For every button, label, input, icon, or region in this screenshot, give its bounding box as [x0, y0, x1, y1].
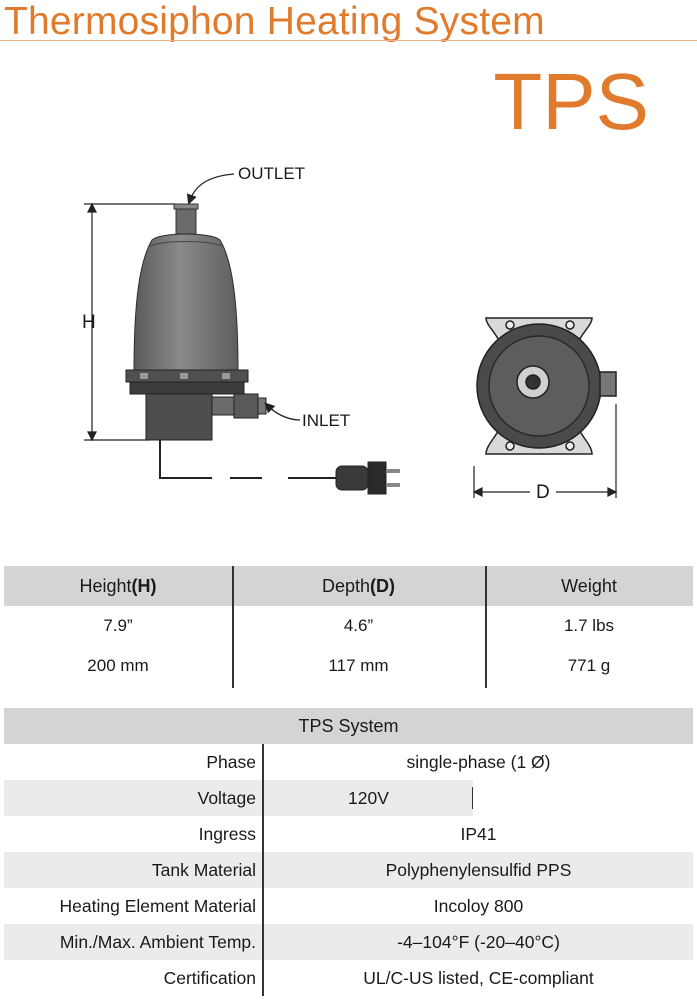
- height-dimension-line: [84, 202, 176, 442]
- spec-label: Voltage: [4, 780, 262, 816]
- top-view-heater: [476, 317, 617, 455]
- column-divider: [262, 852, 264, 888]
- depth-label: D: [536, 482, 550, 503]
- spec-value: 120V: [264, 780, 473, 816]
- weight-header: Weight: [561, 575, 617, 596]
- dimensions-header-row: Height (H) Depth (D) Weight: [4, 566, 693, 606]
- weight-metric: 771 g: [567, 656, 611, 675]
- spec-row-ingress: Ingress IP41: [4, 816, 693, 852]
- spec-label: Ingress: [198, 823, 256, 844]
- column-divider: [262, 780, 264, 816]
- spec-row-heating-element: Heating Element Material Incoloy 800: [4, 888, 693, 924]
- spec-row-voltage: Voltage 120V: [4, 780, 693, 816]
- height-header: Height (H): [79, 575, 157, 596]
- spec-label: Tank Material: [4, 852, 262, 888]
- table-row: 7.9” 4.6” 1.7 lbs: [4, 606, 693, 646]
- product-drawing: [84, 173, 618, 498]
- spec-value: UL/C-US listed, CE-compliant: [363, 967, 594, 988]
- spec-value: -4–104°F (-20–40°C): [264, 924, 693, 960]
- dimensions-table: Height (H) Depth (D) Weight 7.9” 4.6” 1.…: [4, 566, 693, 688]
- inlet-pointer: [264, 402, 301, 421]
- spec-label: Phase: [206, 751, 256, 772]
- column-divider: [485, 566, 487, 688]
- spec-label: Min./Max. Ambient Temp.: [4, 924, 262, 960]
- system-specs-table: TPS System Phase single-phase (1 Ø) Volt…: [4, 708, 693, 996]
- spec-row-phase: Phase single-phase (1 Ø): [4, 744, 693, 780]
- table-row: 200 mm 117 mm 771 g: [4, 646, 693, 686]
- depth-header: Depth (D): [321, 575, 396, 596]
- column-divider: [262, 744, 264, 780]
- model-name: TPS: [493, 57, 649, 146]
- column-divider: [262, 816, 264, 852]
- spec-value: Incoloy 800: [433, 895, 524, 916]
- weight-imperial: 1.7 lbs: [563, 616, 615, 635]
- spec-value: single-phase (1 Ø): [406, 751, 551, 772]
- product-title: Thermosiphon Heating System: [4, 0, 545, 43]
- title-underline: [0, 40, 697, 41]
- column-divider: [262, 960, 264, 996]
- spec-row-certification: Certification UL/C-US listed, CE-complia…: [4, 960, 693, 996]
- depth-dimension-line: [472, 404, 618, 498]
- column-divider: [262, 888, 264, 924]
- spec-value: IP41: [460, 823, 497, 844]
- spec-row-tank-material: Tank Material Polyphenylensulfid PPS: [4, 852, 693, 888]
- spec-row-ambient-temp: Min./Max. Ambient Temp. -4–104°F (-20–40…: [4, 924, 693, 960]
- outlet-label: OUTLET: [238, 164, 306, 183]
- spec-label: Certification: [163, 967, 256, 988]
- column-divider: [232, 566, 234, 688]
- side-view-heater: [125, 203, 400, 495]
- spec-label: Heating Element Material: [59, 895, 256, 916]
- height-label: H: [82, 312, 96, 333]
- spec-value: Polyphenylensulfid PPS: [264, 852, 693, 888]
- outlet-pointer: [186, 173, 235, 205]
- height-imperial: 7.9”: [103, 616, 133, 635]
- height-metric: 200 mm: [87, 656, 149, 675]
- depth-imperial: 4.6”: [343, 616, 374, 635]
- column-divider: [262, 924, 264, 960]
- system-table-title: TPS System: [4, 708, 693, 744]
- depth-metric: 117 mm: [328, 656, 389, 675]
- inlet-label: INLET: [302, 411, 351, 430]
